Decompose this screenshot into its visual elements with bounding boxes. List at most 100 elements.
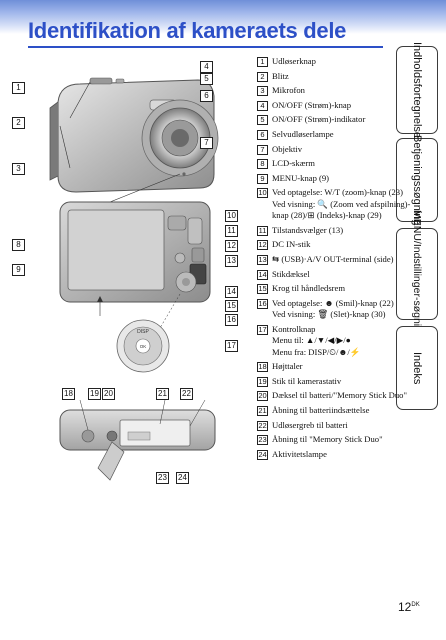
item-number: 16 xyxy=(257,298,268,309)
item-text-line: ON/OFF (Strøm)-indikator xyxy=(272,114,366,125)
callout-10: 10 xyxy=(225,210,238,222)
item-number: 24 xyxy=(257,449,268,460)
item-text-line: Blitz xyxy=(272,70,289,81)
callout-3: 3 xyxy=(12,163,25,175)
item-number: 6 xyxy=(257,130,268,140)
title-divider xyxy=(28,46,383,48)
item-text: Åbning til "Memory Stick Duo" xyxy=(272,434,394,445)
item-text: Mikrofon xyxy=(272,85,394,96)
camera-back-diagram: DISP OK xyxy=(59,201,211,373)
item-text-line: Udløsergreb til batteri xyxy=(272,419,348,430)
item-text-line: Menu fra: DISP/⏲/☻/⚡ xyxy=(272,346,361,357)
item-number: 18 xyxy=(257,362,268,373)
callout-14: 14 xyxy=(225,286,238,298)
item-text-line: Objektiv xyxy=(272,143,303,154)
callout-5: 5 xyxy=(200,73,213,85)
item-text-line: Ved optagelse: ☻ (Smil)-knap (22) xyxy=(272,297,394,308)
tab-contents-label: Indholdsfortegnelse xyxy=(411,42,423,139)
page-title: Identifikation af kameraets dele xyxy=(28,18,347,43)
tab-menu-settings-search[interactable]: MENU/Indstillinger-søgning xyxy=(396,210,438,338)
item-number: 3 xyxy=(257,86,268,97)
callout-13: 13 xyxy=(225,255,238,267)
item-text-line: Aktivitetslampe xyxy=(272,448,327,459)
item-text-line: Menu til: ▲/▼/◀/▶/● xyxy=(272,335,351,346)
item-text: Udløserknap xyxy=(272,56,394,67)
item-text-line: LCD-skærm xyxy=(272,158,315,169)
callout-4: 4 xyxy=(200,61,213,73)
item-text: Dæksel til batteri/"Memory Stick Duo" xyxy=(272,390,407,401)
item-text: LCD-skærm xyxy=(272,158,394,169)
callout-16: 16 xyxy=(225,314,238,326)
item-number: 19 xyxy=(257,376,268,387)
item-text: MENU-knap (9) xyxy=(272,173,394,184)
item-text-line: ON/OFF (Strøm)-knap xyxy=(272,99,352,110)
item-number: 14 xyxy=(257,269,268,280)
page-number-value: 12 xyxy=(398,600,412,614)
item-text-line: Udløserknap xyxy=(272,56,316,66)
camera-bottom-diagram xyxy=(59,399,216,481)
callout-22: 22 xyxy=(180,388,193,400)
tab-index[interactable]: Indeks xyxy=(396,326,438,410)
item-text-line: ⇆ (USB)·A/V OUT-terminal (side) xyxy=(272,254,394,264)
item-number: 12 xyxy=(257,240,268,251)
callout-18: 18 xyxy=(62,388,75,400)
item-text: DC IN-stik xyxy=(272,239,394,250)
item-text: Stik til kamerastativ xyxy=(272,376,394,387)
tab-operation-search[interactable]: Betjeningssøgning xyxy=(396,135,438,225)
header-band xyxy=(0,0,446,34)
item-text: ON/OFF (Strøm)-knap xyxy=(272,100,394,111)
item-number: 15 xyxy=(257,284,268,295)
item-number: 1 xyxy=(257,57,268,67)
callout-2: 2 xyxy=(12,117,25,129)
item-text-line: Højttaler xyxy=(272,361,303,372)
item-text-line: Stik til kamerastativ xyxy=(272,375,342,386)
item-number: 8 xyxy=(257,159,268,170)
item-text: Tilstandsvælger (13) xyxy=(272,225,394,236)
item-text: Selvudløserlampe xyxy=(272,129,394,140)
tab-operation-search-label: Betjeningssøgning xyxy=(411,134,423,226)
item-text-line: Tilstandsvælger (13) xyxy=(272,224,344,235)
item-number: 23 xyxy=(257,435,268,446)
item-text: Objektiv xyxy=(272,144,394,155)
item-text: Ved optagelse: ☻ (Smil)-knap (22)Ved vis… xyxy=(272,298,394,321)
item-text-line: Dæksel til batteri/"Memory Stick Duo" xyxy=(272,390,407,401)
item-number: 9 xyxy=(257,173,268,184)
page-number: 12DK xyxy=(398,600,420,614)
item-number: 22 xyxy=(257,420,268,431)
item-text: Aktivitetslampe xyxy=(272,449,394,460)
item-text-line: knap (28)/⊞ (Indeks)-knap (29) xyxy=(272,210,382,221)
item-text: Krog til håndledsrem xyxy=(272,283,394,294)
item-text-line: Mikrofon xyxy=(272,85,305,96)
callout-19: 19 xyxy=(88,388,101,400)
callout-8: 8 xyxy=(12,239,25,251)
item-text: ⇆ (USB)·A/V OUT-terminal (side) xyxy=(272,254,394,265)
item-text-line: Ved visning: 🔍 (Zoom ved afspilning)- xyxy=(272,198,411,209)
callout-11: 11 xyxy=(225,225,238,237)
callout-6: 6 xyxy=(200,90,213,102)
item-text-line: Ved visning: 🗑 (Slet)-knap (30) xyxy=(272,309,386,320)
item-text-line: DC IN-stik xyxy=(272,239,311,250)
callout-23: 23 xyxy=(156,472,169,484)
callout-15: 15 xyxy=(225,300,238,312)
item-text: Udløsergreb til batteri xyxy=(272,420,394,431)
callout-20: 20 xyxy=(102,388,115,400)
item-text-line: Krog til håndledsrem xyxy=(272,283,346,294)
item-number: 20 xyxy=(257,391,268,402)
item-number: 7 xyxy=(257,144,268,155)
item-text: ON/OFF (Strøm)-indikator xyxy=(272,114,394,125)
item-text: Blitz xyxy=(272,71,394,82)
tab-contents[interactable]: Indholdsfortegnelse xyxy=(396,42,438,138)
item-text-line: Åbning til batteriindsættelse xyxy=(272,405,370,415)
item-text: Højttaler xyxy=(272,361,394,372)
item-text-line: Selvudløserlampe xyxy=(272,129,334,139)
item-text: Ved optagelse: W/T (zoom)-knap (23)Ved v… xyxy=(272,187,411,221)
item-number: 5 xyxy=(257,115,268,126)
item-text-line: Kontrolknap xyxy=(272,323,316,334)
tab-index-label: Indeks xyxy=(411,351,423,385)
dpad-disp-text: DISP xyxy=(137,329,149,335)
callout-24: 24 xyxy=(176,472,189,484)
item-text: Stikdæksel xyxy=(272,269,394,280)
callout-1: 1 xyxy=(12,82,25,94)
page-number-suffix: DK xyxy=(411,602,420,608)
callout-7: 7 xyxy=(200,137,213,149)
